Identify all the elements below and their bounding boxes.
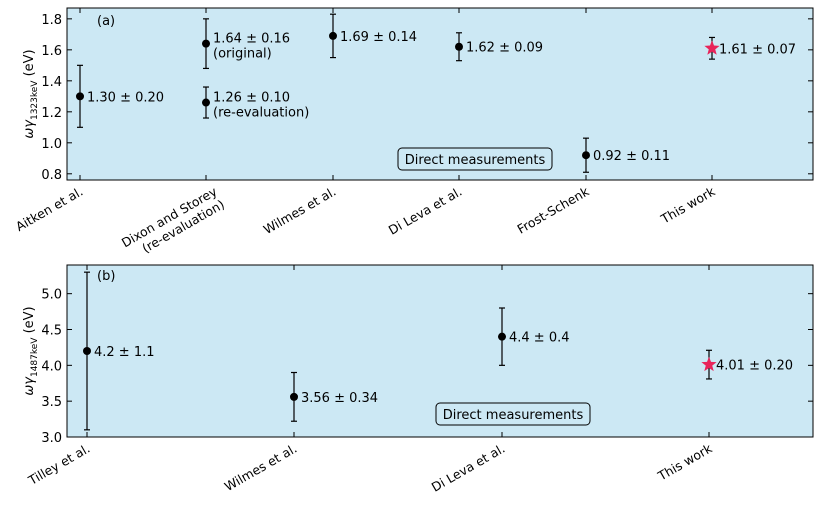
data-label: 1.30 ± 0.20 <box>87 90 164 105</box>
x-category-label: Di Leva et al. <box>429 441 508 495</box>
x-category-label: Di Leva et al. <box>386 184 465 238</box>
y-axis-label: ωγ1323keV (eV) <box>22 49 40 138</box>
y-tick-label: 4.5 <box>41 324 62 339</box>
y-tick-label: 3.5 <box>41 395 62 410</box>
data-point <box>498 332 506 341</box>
y-axis-label: ωγ1487keV (eV) <box>22 306 40 395</box>
panel-label: (a) <box>97 14 115 29</box>
y-tick-label: 4.0 <box>41 359 62 374</box>
direct-measurements-label: Direct measurements <box>443 408 584 423</box>
plot-frame <box>66 7 814 181</box>
direct-measurements-box <box>435 402 591 426</box>
direct-measurements-label: Direct measurements <box>405 153 546 168</box>
y-tick-label: 1.8 <box>41 13 62 28</box>
data-point <box>202 39 210 48</box>
x-category-label: Tilley et al. <box>25 441 93 489</box>
y-tick-label: 1.2 <box>41 106 62 121</box>
this-work-star-marker <box>701 356 717 372</box>
x-category-label: Dixon and Storey(re-evaluation) <box>119 183 228 263</box>
direct-measurements-box <box>397 147 553 171</box>
data-point <box>329 31 337 40</box>
x-category-label: Frost-Schenk <box>514 183 592 237</box>
y-tick-label: 1.0 <box>41 137 62 152</box>
data-sublabel: (original) <box>213 47 272 62</box>
data-label: 0.92 ± 0.11 <box>593 149 670 164</box>
data-label: 4.2 ± 1.1 <box>94 345 155 360</box>
x-category-label: This work <box>657 183 718 227</box>
data-point <box>83 347 91 355</box>
data-point <box>455 42 463 51</box>
data-label: 1.69 ± 0.14 <box>340 30 417 45</box>
data-label: 1.62 ± 0.09 <box>466 41 543 56</box>
plot-frame <box>66 264 814 438</box>
y-tick-label: 0.8 <box>41 168 62 183</box>
x-category-label: This work <box>654 440 715 484</box>
data-point <box>202 98 210 107</box>
data-label: 3.56 ± 0.34 <box>301 391 378 406</box>
x-category-label: Aitken et al. <box>13 184 85 234</box>
data-sublabel: (re-evaluation) <box>213 106 309 121</box>
data-label: 1.64 ± 0.16 <box>213 32 290 47</box>
data-point <box>290 392 298 401</box>
panel-label: (b) <box>97 269 115 284</box>
y-tick-label: 5.0 <box>41 288 62 303</box>
data-label: 1.61 ± 0.07 <box>719 42 796 57</box>
data-label: 4.4 ± 0.4 <box>509 331 570 346</box>
data-label: 4.01 ± 0.20 <box>716 359 793 374</box>
x-category-label: Wilmes et al. <box>261 184 339 238</box>
data-point <box>582 151 590 160</box>
y-tick-label: 3.0 <box>41 431 62 446</box>
y-tick-label: 1.4 <box>41 75 62 90</box>
this-work-star-marker <box>704 40 720 55</box>
x-category-label: Wilmes et al. <box>222 441 300 495</box>
y-tick-label: 1.6 <box>41 44 62 59</box>
panel-a: 0.8 1.0 1.2 1.4 1.6 1.8 ωγ1323keV (eV) Aitken e… <box>13 7 814 263</box>
data-point <box>76 92 84 101</box>
data-label: 1.26 ± 0.10 <box>213 91 290 106</box>
